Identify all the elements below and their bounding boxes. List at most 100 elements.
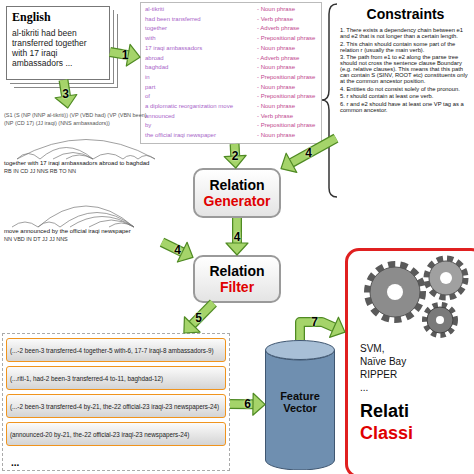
node-text: (...riti-1, had-2 been-3 transferred-4 t… — [10, 375, 163, 382]
parse-output: (S1 (S (NP (NNP al-tikriti)) (VP (VBD ha… — [2, 108, 162, 298]
dependency-arc — [60, 213, 134, 228]
phrase-tag: - Noun phrase — [257, 45, 295, 51]
classifier-title: Classi — [360, 423, 413, 444]
node-text: (announced-20 by-21, the-22 official-23 … — [10, 431, 189, 438]
flow-arrow — [162, 242, 193, 262]
process-box: RelationFilter — [193, 255, 281, 303]
arrow-head — [55, 95, 77, 108]
constraint-item: 5. r should contain at least one verb. — [340, 93, 471, 99]
node-text: Generator — [204, 193, 271, 209]
step-number: 4 — [234, 231, 241, 243]
step-number: 7 — [311, 316, 318, 328]
phrase-chunk: al-tikriti — [145, 6, 164, 12]
arrow-shaft — [233, 218, 241, 243]
phrase-tag: - Noun phrase — [257, 84, 295, 90]
cylinder-body — [266, 350, 335, 470]
arrow-head — [330, 317, 345, 337]
classifier-name: RIPPER — [360, 369, 397, 380]
phrase-tag: - Verb phrase — [257, 16, 293, 22]
flow-arrow — [224, 144, 246, 168]
node-text: Feature Vector — [265, 390, 335, 414]
phrase-chunk: of — [145, 93, 150, 99]
gear-illustration — [427, 307, 453, 333]
step-number: 6 — [244, 398, 251, 410]
gear-illustration — [429, 261, 463, 295]
gear-illustration — [387, 284, 403, 300]
constraint-item: 1. There exists a dependency chain betwe… — [340, 27, 471, 39]
relation-instance-box: (announced-20 by-21, the-22 official-23 … — [6, 422, 226, 446]
arrow-head — [177, 242, 193, 262]
arrow-outline — [300, 322, 334, 340]
arrow-shaft — [110, 52, 128, 55]
node-text: ... — [11, 457, 19, 468]
phrase-tag: - Noun phrase — [257, 6, 295, 12]
classifier-title: Relati — [360, 401, 409, 422]
dependency-arc — [38, 206, 134, 227]
classifier-box: SVM,Naïve BayRIPPER...RelatiClassi — [345, 248, 474, 474]
dependency-arc — [70, 217, 134, 228]
relation-instance-box: (...riti-1, had-2 been-3 transferred-4 t… — [6, 366, 226, 390]
node-text: (...-2 been-3 transferred-4 by-21, the-2… — [10, 403, 219, 410]
phrase-chunk: baghdad — [145, 64, 168, 70]
dependency-arc — [109, 223, 134, 227]
parse-tree-text: (NP (CD 17) (JJ iraqi) (NNS ambassadors)… — [4, 120, 160, 126]
gear-illustration — [440, 272, 452, 284]
phrase-chunk: announced — [145, 113, 175, 119]
relation-instance-box: (...-2 been-3 transferred-4 by-21, the-2… — [6, 394, 226, 418]
feature-vector-cylinder: Feature Vector — [265, 340, 335, 470]
dependency-arc — [89, 220, 134, 227]
pos-tags: NN VBD IN DT JJ JJ NNS — [4, 236, 68, 242]
chunk-list: al-tikriti - Noun phrase had been transfer… — [140, 2, 322, 144]
constraints-brace — [322, 4, 337, 197]
classifier-name: ... — [360, 382, 368, 393]
arrow-outline — [292, 138, 337, 163]
arrow-shaft — [292, 138, 337, 163]
process-box: RelationGenerator — [193, 168, 281, 218]
document-box: Englishal-tikriti had been transferred t… — [6, 6, 110, 80]
phrase-chunk: together — [145, 25, 167, 31]
constraint-item: 6. r and e2 should have at least one VP … — [340, 101, 471, 113]
phrase-chunk: had been transferred — [145, 16, 201, 22]
arrow-outline — [230, 144, 241, 156]
arrow-outline — [230, 399, 253, 409]
pos-tags: RB IN CD JJ NNS RB TO NN — [4, 168, 76, 174]
dependency-arc — [93, 154, 123, 160]
arrow-shaft — [192, 303, 213, 324]
dependency-arc — [53, 153, 93, 160]
dependency-arc — [40, 148, 93, 160]
arrow-shaft — [162, 242, 182, 252]
arrow-outline — [192, 303, 213, 324]
sentence-words: together with 17 iraqi ambassadors abroa… — [4, 160, 149, 166]
arrow-head — [184, 317, 200, 333]
phrase-chunk: in — [145, 74, 150, 80]
arrow-shaft — [231, 144, 239, 156]
arrow-head — [126, 44, 140, 66]
constraint-item: 3. The path from e1 to e2 along the pars… — [340, 54, 471, 84]
dependency-arc — [66, 155, 93, 159]
arrow-shaft — [300, 322, 334, 340]
dependency-arc — [38, 222, 60, 227]
phrase-tag: - Noun phrase — [257, 64, 295, 70]
step-number: 3 — [62, 88, 69, 100]
arrow-outline — [110, 52, 128, 55]
arrow-shaft — [64, 80, 67, 96]
phrase-chunk: 17 iraqi ambassadors — [145, 45, 202, 51]
gear-illustration — [368, 259, 465, 335]
flow-arrow — [300, 317, 345, 340]
gear-illustration — [425, 305, 455, 335]
phrase-tag: - Prepositional phrase — [257, 122, 315, 128]
relation-list: ...(...-2 been-3 transferred-4 together-… — [2, 333, 230, 471]
phrase-chunk: by — [145, 122, 151, 128]
arrow-outline — [64, 80, 67, 96]
dependency-arc — [17, 154, 40, 160]
flow-arrow — [110, 44, 140, 66]
dependency-arc — [12, 222, 38, 227]
constraint-item: 2. This chain should contain some part o… — [340, 41, 471, 53]
arrow-outline — [232, 218, 242, 243]
node-text: al-tikriti had been transferred together… — [12, 28, 104, 68]
dependency-arc — [138, 156, 155, 160]
phrase-tag: - Noun phrase — [257, 132, 295, 138]
arrow-head — [224, 155, 246, 168]
phrase-chunk: part — [145, 84, 155, 90]
phrase-chunk: a diplomatic reorganization move — [145, 103, 233, 109]
